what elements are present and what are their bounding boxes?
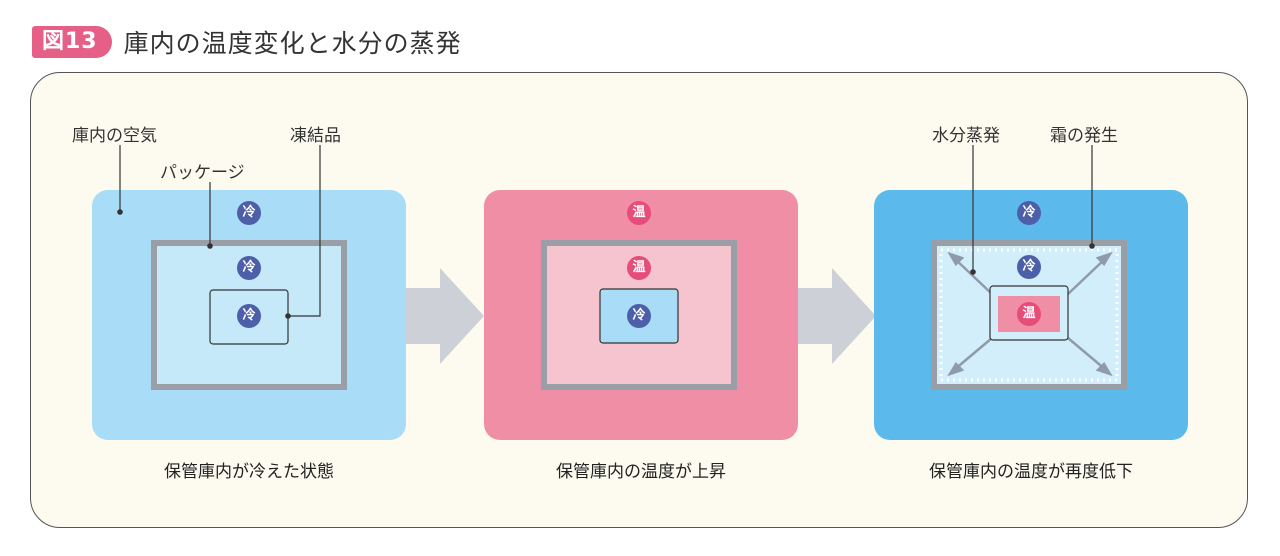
figure-title: 庫内の温度変化と水分の蒸発 [123, 29, 462, 58]
stage2-air-warm-chip: 温 [627, 201, 651, 225]
evaporation-leader-dot [970, 269, 976, 275]
stage3-item-warm-chip: 温 [1017, 302, 1041, 326]
transition-arrow-2 [798, 268, 876, 364]
air-leader-dot [117, 209, 123, 215]
stage2-package-warm-chip: 温 [627, 256, 651, 280]
package-leader-dot [207, 243, 213, 249]
figure-number-badge: 図13 [32, 26, 112, 58]
stage3-package-cold-chip: 冷 [1017, 255, 1041, 279]
stage1-package-cold-chip: 冷 [237, 256, 261, 280]
label-frost-formation: 霜の発生 [1050, 126, 1118, 146]
frost-leader-dot [1089, 243, 1095, 249]
transition-arrow-1 [406, 268, 484, 364]
frost-dots [939, 248, 1119, 382]
stage1-package-frame [151, 240, 347, 390]
stage1-air-cold-chip: 冷 [237, 201, 261, 225]
label-package: パッケージ [160, 163, 245, 183]
stage2-package-frame [541, 240, 737, 390]
evaporation-arrows [947, 251, 1113, 377]
stage3-air-cold-chip: 冷 [1017, 201, 1041, 225]
stage2-item-cold-chip: 冷 [627, 304, 651, 328]
caption-stage1: 保管庫内が冷えた状態 [164, 462, 334, 482]
frozen-leader-dot [285, 313, 291, 319]
figure-header: 図13 庫内の温度変化と水分の蒸発 [32, 24, 462, 60]
frozen-leader-line [290, 145, 321, 317]
stage1-item-cold-chip: 冷 [237, 304, 261, 328]
caption-stage2: 保管庫内の温度が上昇 [556, 462, 726, 482]
label-frozen-item: 凍結品 [290, 126, 341, 146]
label-air-in-storage: 庫内の空気 [72, 126, 157, 146]
caption-stage3: 保管庫内の温度が再度低下 [929, 462, 1133, 482]
stage3-package-frame [931, 240, 1127, 390]
label-moisture-evaporation: 水分蒸発 [932, 126, 1000, 146]
